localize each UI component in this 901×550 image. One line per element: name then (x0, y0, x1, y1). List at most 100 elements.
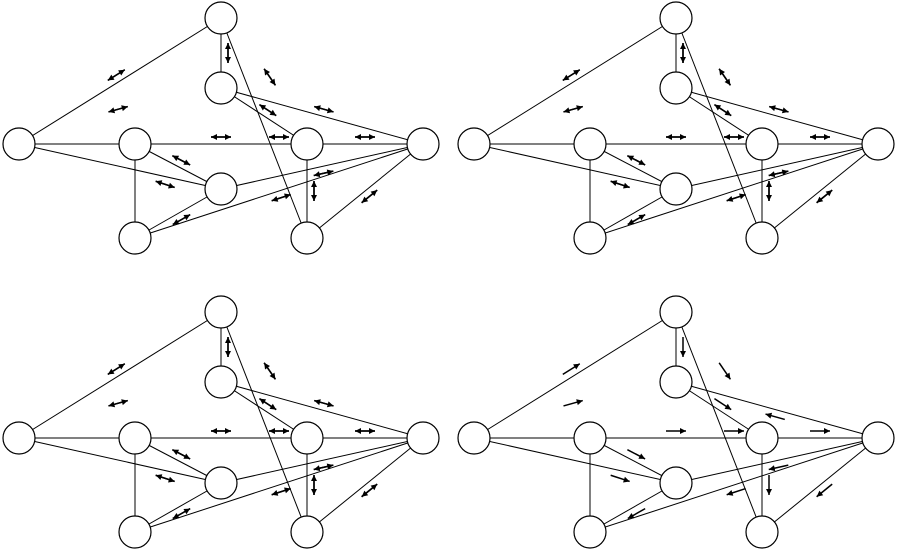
arrow-E-to-C (259, 104, 277, 117)
node-F (406, 421, 440, 455)
arrow-I-to-A (155, 180, 175, 189)
arrow-E-to-F (810, 428, 830, 434)
edge-A-B (18, 17, 222, 145)
arrow-G-to-D (627, 154, 646, 166)
panel-top-right (457, 1, 895, 255)
node-A (457, 421, 491, 455)
node-E (745, 127, 779, 161)
edge-C-F (675, 87, 879, 145)
node-G (659, 466, 693, 500)
arrow-G-to-F (313, 463, 334, 471)
edge-C-E (675, 87, 763, 145)
edge-A-B (473, 17, 677, 145)
node-G (204, 172, 238, 206)
edge-F-G (220, 143, 424, 190)
arrow-F-to-D (269, 134, 289, 140)
edge-F-G (220, 437, 424, 484)
node-C (204, 71, 238, 105)
edge-B-I (675, 311, 763, 533)
node-H (118, 221, 152, 255)
edge-A-G (18, 143, 222, 190)
panel-top-left (2, 1, 440, 255)
edge-F-I (761, 437, 879, 533)
edge-F-I (306, 437, 424, 533)
edge-C-E (675, 381, 763, 439)
arrow-F-to-G (768, 464, 789, 472)
arrow-E-to-C (714, 104, 732, 117)
arrow-E-to-B (263, 362, 277, 380)
node-G (659, 172, 693, 206)
arrow-E-to-B (718, 68, 732, 86)
arrow-I-to-F (361, 189, 378, 204)
node-E (290, 421, 324, 455)
arrow-H-to-F (726, 193, 746, 202)
node-C (659, 71, 693, 105)
arrow-E-to-I (766, 475, 772, 495)
arrow-B-to-E (718, 362, 732, 380)
node-B (659, 295, 693, 329)
node-H (573, 515, 607, 549)
edge-A-B (18, 311, 222, 439)
edge-F-G (675, 437, 879, 484)
arrow-C-to-A (108, 105, 128, 114)
arrow-H-to-G (172, 507, 191, 520)
node-B (659, 1, 693, 35)
arrow-I-to-E (766, 181, 772, 201)
arrow-F-to-C (314, 105, 334, 113)
arrow-C-to-A (563, 105, 583, 114)
panel-bottom-right (457, 295, 895, 549)
arrow-C-to-B (225, 337, 231, 357)
arrow-H-to-G (627, 213, 646, 226)
arrow-F-to-H (726, 487, 746, 496)
arrow-H-to-G (172, 213, 191, 226)
node-E (745, 421, 779, 455)
arrow-I-to-F (816, 189, 833, 204)
edge-A-B (473, 311, 677, 439)
arrow-E-to-D (211, 428, 231, 434)
arrow-F-to-C (769, 105, 789, 113)
node-D (118, 127, 152, 161)
arrow-A-to-B (562, 363, 581, 375)
arrow-I-to-E (311, 181, 317, 201)
node-B (204, 1, 238, 35)
node-B (204, 295, 238, 329)
edge-C-E (220, 87, 308, 145)
arrow-I-to-F (361, 483, 378, 498)
arrow-G-to-D (172, 448, 191, 460)
arrow-E-to-D (211, 134, 231, 140)
arrow-F-to-D (724, 134, 744, 140)
arrow-D-to-E (666, 428, 686, 434)
arrow-F-to-E (355, 428, 375, 434)
node-I (290, 515, 324, 549)
edge-A-G (473, 437, 677, 484)
arrow-D-to-G (627, 448, 646, 460)
arrow-B-to-A (107, 363, 126, 375)
arrow-F-to-C (314, 399, 334, 407)
arrow-C-to-B (680, 43, 686, 63)
arrow-B-to-A (562, 69, 581, 81)
node-D (573, 127, 607, 161)
arrow-E-to-B (263, 68, 277, 86)
arrow-A-to-C (563, 399, 583, 407)
edge-C-F (220, 87, 424, 145)
arrow-H-to-F (271, 193, 291, 202)
arrow-E-to-D (666, 134, 686, 140)
arrow-H-to-F (271, 487, 291, 496)
node-F (406, 127, 440, 161)
node-C (659, 365, 693, 399)
edge-F-G (675, 143, 879, 190)
edge-C-F (675, 381, 879, 439)
edge-C-F (220, 381, 424, 439)
arrow-G-to-F (768, 169, 789, 177)
edge-B-I (220, 311, 308, 533)
arrow-I-to-A (155, 474, 175, 483)
arrow-F-to-E (810, 134, 830, 140)
arrow-F-to-D (269, 428, 289, 434)
edge-F-H (134, 143, 424, 239)
node-A (2, 127, 36, 161)
node-A (457, 127, 491, 161)
arrow-C-to-E (714, 398, 732, 411)
node-F (861, 421, 895, 455)
arrow-D-to-F (724, 428, 744, 434)
